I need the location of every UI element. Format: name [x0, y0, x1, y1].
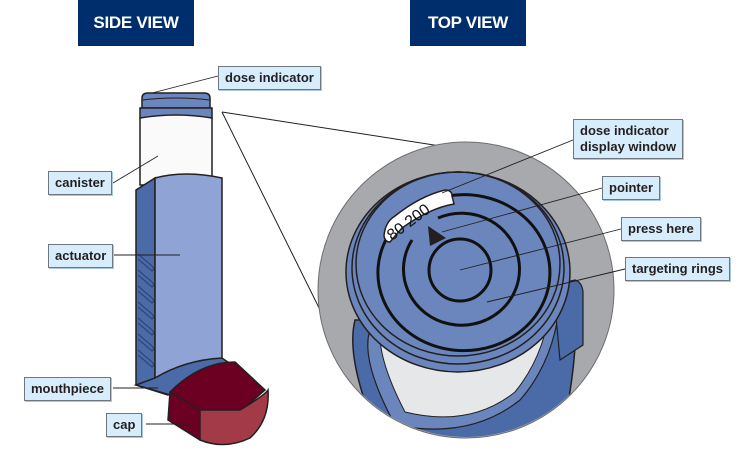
- zoom-lines: [221, 111, 467, 331]
- grip-ridges: [137, 253, 154, 368]
- pointer-part: [428, 226, 446, 246]
- top-view-header: TOP VIEW: [410, 0, 526, 46]
- label-cap: cap: [106, 413, 143, 437]
- label-pointer: pointer: [602, 176, 661, 200]
- leader-lines: [112, 75, 626, 425]
- side-view-header: SIDE VIEW: [78, 0, 194, 46]
- side-view-inhaler: [133, 92, 269, 446]
- top-view-inhaler: 80 200: [317, 141, 615, 439]
- label-targeting-rings: targeting rings: [625, 257, 731, 281]
- label-dose-indicator-display-window: dose indicator display window: [573, 119, 684, 159]
- label-canister: canister: [48, 171, 112, 195]
- targeting-rings-part: [376, 193, 552, 353]
- label-press-here: press here: [621, 217, 701, 241]
- label-mouthpiece: mouthpiece: [24, 377, 111, 401]
- cap-part: [167, 361, 269, 446]
- label-actuator: actuator: [48, 244, 114, 268]
- actuator-front-part: [154, 173, 223, 380]
- label-dose-indicator: dose indicator: [218, 66, 321, 90]
- canister-part: [139, 114, 213, 186]
